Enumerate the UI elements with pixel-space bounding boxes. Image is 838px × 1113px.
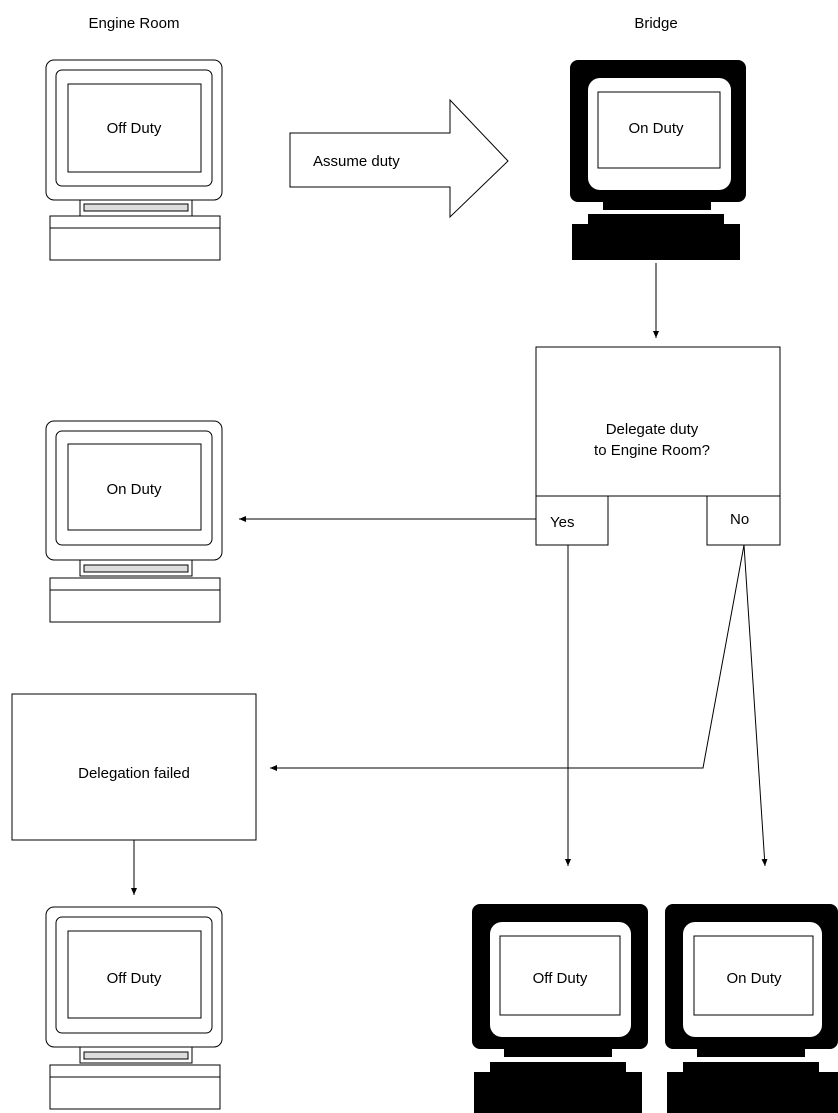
bridge-bottom-right-screen-label: On Duty [726,970,782,987]
engine-room-computer-middle: On Duty [45,420,223,623]
engine-room-bottom-screen-label: Off Duty [107,970,162,987]
assume-duty-arrow: Assume duty [289,98,509,219]
decision-no-label: No [730,511,749,528]
decision-text-line-2: to Engine Room? [594,442,710,459]
engine-room-computer-bottom: Off Duty [45,906,223,1110]
decision-text-line-1: Delegate duty [606,421,699,438]
decision-yes-label: Yes [550,514,574,531]
delegation-failed-box: Delegation failed [11,693,257,841]
no-to-delegation-failed-connector [270,544,745,771]
decision-no-box: No [706,495,781,546]
bridge-computer-bottom-left: Off Duty [472,904,648,1113]
engine-room-header: Engine Room [89,15,180,32]
engine-room-top-screen-label: Off Duty [107,120,162,137]
bridge-header: Bridge [634,15,677,32]
bridge-bottom-left-screen-label: Off Duty [533,970,588,987]
engine-room-middle-screen-label: On Duty [106,481,162,498]
bridge-computer-top: On Duty [570,60,746,260]
assume-duty-label: Assume duty [313,153,400,170]
bridge-computer-bottom-right: On Duty [665,904,838,1113]
engine-room-computer-top: Off Duty [45,59,223,261]
no-to-bridge-bottom-right-connector [743,544,768,867]
delegate-decision-box: Delegate duty to Engine Room? [535,346,781,497]
decision-yes-box: Yes [535,495,609,546]
bridge-top-screen-label: On Duty [628,120,684,137]
delegation-failed-label: Delegation failed [78,765,190,782]
